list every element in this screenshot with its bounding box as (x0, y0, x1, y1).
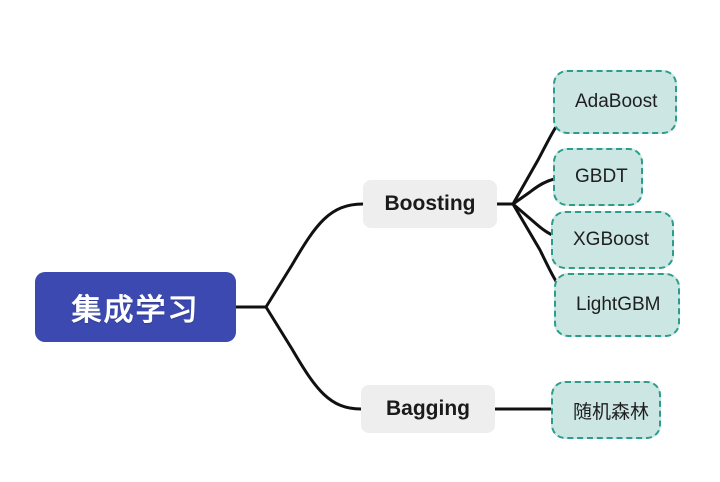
node-lightgbm-label: LightGBM (576, 294, 661, 315)
connector-root-to-boosting (264, 202, 365, 309)
node-root-label: 集成学习 (71, 294, 200, 327)
node-bagging-label: Bagging (386, 397, 470, 420)
connector-root-to-bagging (264, 305, 363, 411)
node-xgboost-label: XGBoost (573, 229, 650, 250)
node-bagging[interactable]: Bagging (361, 385, 495, 433)
node-xgboost[interactable]: XGBoost (551, 211, 674, 269)
node-adaboost-label: AdaBoost (575, 91, 658, 112)
node-lightgbm[interactable]: LightGBM (554, 273, 680, 337)
node-adaboost[interactable]: AdaBoost (553, 70, 677, 134)
node-gbdt-label: GBDT (575, 166, 628, 187)
node-random-forest-label: 随机森林 (573, 401, 650, 423)
node-boosting[interactable]: Boosting (363, 180, 497, 228)
node-random-forest[interactable]: 随机森林 (551, 381, 661, 439)
node-boosting-label: Boosting (384, 192, 476, 215)
node-gbdt[interactable]: GBDT (553, 148, 643, 206)
node-root[interactable]: 集成学习 (35, 272, 236, 342)
